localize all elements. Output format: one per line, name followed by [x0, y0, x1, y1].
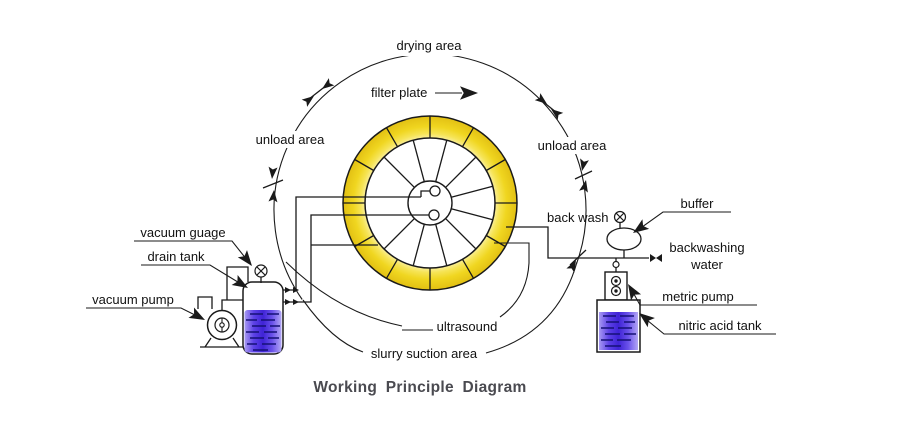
- hub-port-top: [429, 185, 441, 197]
- zone-boundary-ticks: [262, 84, 593, 266]
- label-backwashing: backwashing: [669, 240, 744, 255]
- wheel-spokes: [383, 140, 493, 266]
- vacuum-unit: [197, 264, 284, 355]
- backwash-piping: [506, 210, 662, 262]
- labels: drying area filter plate unload area unl…: [92, 37, 762, 396]
- water-valve-icon: [650, 254, 662, 262]
- label-water: water: [690, 257, 723, 272]
- label-vacuum-guage: vacuum guage: [140, 225, 225, 240]
- ring-segment-dividers: [343, 116, 517, 290]
- label-vacuum-pump: vacuum pump: [92, 292, 174, 307]
- filter-wheel: [342, 115, 518, 291]
- label-filter-plate: filter plate: [371, 85, 427, 100]
- backwash-valve-icon: [613, 210, 627, 229]
- label-metric-pump: metric pump: [662, 289, 734, 304]
- rotation-path-circle: [262, 53, 593, 300]
- label-nitric-acid-tank: nitric acid tank: [678, 318, 762, 333]
- label-leaders: [86, 86, 776, 335]
- pump-stand: [200, 337, 244, 348]
- slurry-suction-zone-arc: [302, 257, 580, 354]
- label-slurry-suction-area: slurry suction area: [371, 346, 478, 361]
- check-valve-icons: [285, 287, 299, 305]
- wheel-hub: [407, 180, 453, 226]
- label-unload-area-left: unload area: [256, 132, 325, 147]
- vacuum-gauge-icon: [254, 264, 268, 278]
- dosing-unit: [596, 258, 641, 353]
- label-buffer: buffer: [680, 196, 714, 211]
- ultrasound-zone-arc: [285, 242, 530, 331]
- label-ultrasound: ultrasound: [437, 319, 498, 334]
- hub-port-bottom: [428, 209, 440, 221]
- label-drain-tank: drain tank: [147, 249, 205, 264]
- suction-pipes: [283, 185, 441, 305]
- nitric-acid-liquid: [599, 312, 638, 350]
- label-drying-area: drying area: [396, 38, 462, 53]
- label-unload-area-right: unload area: [538, 138, 607, 153]
- label-back-wash: back wash: [547, 210, 608, 225]
- diagram-title: Working Principle Diagram: [313, 379, 526, 396]
